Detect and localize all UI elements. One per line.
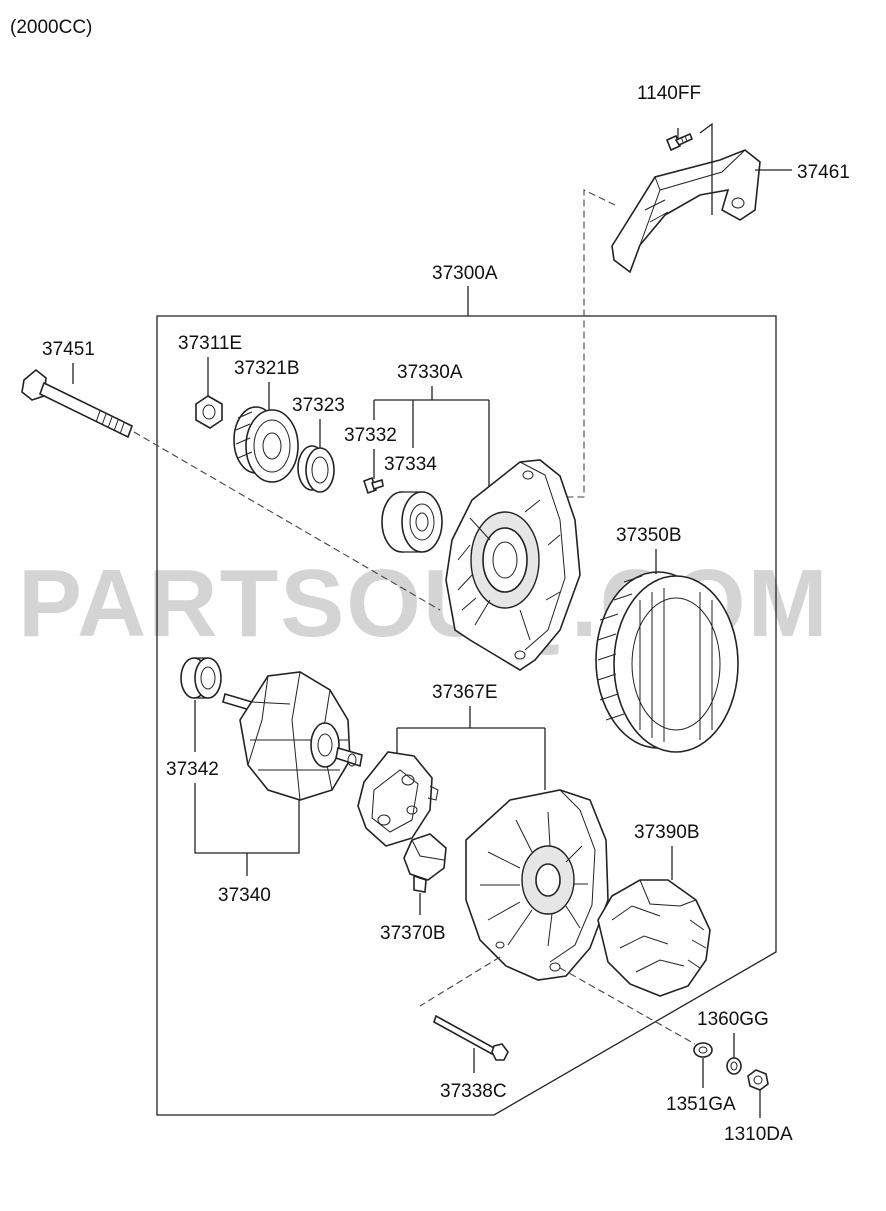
regulator-37370B[interactable] (403, 833, 447, 893)
label-37321B: 37321B (234, 358, 300, 379)
label-37330A: 37330A (397, 362, 463, 383)
label-1140FF: 1140FF (637, 83, 701, 104)
spacer-1360GG[interactable] (726, 1057, 742, 1075)
rectifier-plate[interactable] (357, 751, 439, 847)
label-37451: 37451 (42, 339, 95, 360)
front-housing[interactable] (445, 459, 581, 671)
leader-bracket-left (699, 122, 713, 215)
label-1310DA: 1310DA (724, 1124, 793, 1145)
leader-37367E (396, 706, 546, 790)
leader-37330A (373, 386, 490, 505)
label-37332: 37332 (344, 425, 397, 446)
bolt-1140FF[interactable] (665, 132, 694, 152)
rear-housing[interactable] (465, 789, 609, 981)
pulley-37321B[interactable] (233, 406, 299, 483)
label-37342: 37342 (166, 759, 219, 780)
dashed-rear-nut (559, 967, 696, 1045)
label-1351GA: 1351GA (666, 1094, 736, 1115)
bearing-37342[interactable] (180, 657, 222, 699)
rotor-37340[interactable] (222, 671, 363, 801)
screw-37332[interactable] (362, 476, 384, 495)
stator-37350B[interactable] (595, 571, 739, 753)
label-37323: 37323 (292, 395, 345, 416)
bolt-37338C[interactable] (433, 1014, 509, 1061)
spacer-37323[interactable] (297, 445, 335, 493)
engine-note: (2000CC) (10, 17, 92, 38)
label-37311E: 37311E (178, 333, 242, 354)
nut-1310DA[interactable] (747, 1069, 769, 1091)
dashed-bracket-to-housing (560, 189, 616, 498)
rear-cover-37390B[interactable] (597, 879, 711, 997)
bracket-37461[interactable] (611, 149, 761, 274)
dashed-rear-bolt (419, 956, 501, 1007)
assembly-boundary (156, 315, 777, 1116)
label-37370B: 37370B (380, 923, 446, 944)
label-37338C: 37338C (440, 1081, 507, 1102)
leader-37340 (194, 783, 300, 876)
label-1360GG: 1360GG (697, 1009, 769, 1030)
label-37461: 37461 (797, 162, 850, 183)
bearing-37334[interactable] (381, 491, 443, 553)
label-37300A: 37300A (432, 263, 498, 284)
label-37350B: 37350B (616, 525, 682, 546)
label-37340: 37340 (218, 885, 271, 906)
label-37334: 37334 (384, 454, 437, 475)
label-37390B: 37390B (634, 822, 700, 843)
dashed-bolt-line (133, 431, 441, 611)
washer-1351GA[interactable] (693, 1042, 713, 1058)
nut-37311E[interactable] (195, 395, 223, 429)
label-37367E: 37367E (432, 682, 498, 703)
bolt-37451[interactable] (21, 368, 133, 439)
